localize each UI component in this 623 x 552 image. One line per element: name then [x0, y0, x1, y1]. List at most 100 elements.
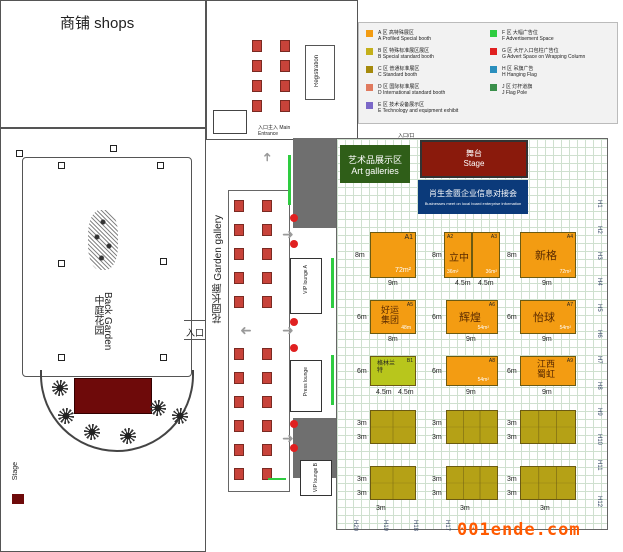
legend	[358, 22, 618, 124]
booth-block-c4[interactable]	[370, 466, 416, 500]
arrow-right-icon: ➜	[282, 430, 294, 446]
booth-block-c1[interactable]	[370, 410, 416, 444]
dim-label: 3m	[432, 490, 442, 497]
stage-legend-swatch	[12, 494, 24, 504]
flag-pole-icon	[290, 420, 298, 428]
pillar	[110, 145, 117, 152]
booth-block-c5[interactable]	[446, 466, 498, 500]
watermark: 001ende.com	[457, 520, 581, 540]
dim-label: 9m	[542, 389, 552, 396]
stage-legend-label: Stage	[12, 462, 19, 481]
pillar	[58, 260, 65, 267]
event-banner: 肖生金匮企业信息对接会 Businesses meet on local boa…	[418, 180, 528, 214]
corridor-stand	[262, 396, 272, 408]
booth-block-c2[interactable]	[446, 410, 498, 444]
tree-cluster-icon	[88, 210, 118, 270]
booth-a2[interactable]: A2 立中 36m²	[444, 232, 472, 278]
corridor-stand	[234, 444, 244, 456]
corridor-stand	[262, 296, 272, 308]
legend-swatch-a	[366, 30, 373, 37]
dim-label: 8m	[388, 336, 398, 343]
dim-label: 9m	[388, 280, 398, 287]
dim-label: 3m	[507, 490, 517, 497]
dim-label: 9m	[542, 280, 552, 287]
corridor-stand	[234, 200, 244, 212]
dim-label: 9m	[542, 336, 552, 343]
corridor-stand	[234, 296, 244, 308]
booth-block-c3[interactable]	[520, 410, 576, 444]
corridor-stand	[234, 468, 244, 480]
corridor-stand	[234, 420, 244, 432]
pillar	[160, 258, 167, 265]
plant-icon	[52, 380, 68, 396]
dim-label: 8m	[355, 252, 365, 259]
dim-label: 3m	[376, 505, 386, 512]
plant-icon	[172, 408, 188, 424]
legend-swatch-b	[366, 48, 373, 55]
garden-entrance-label: 入口	[186, 328, 205, 338]
flag-pole-icon	[290, 318, 298, 326]
hanging-flag-h17: H17	[444, 520, 450, 532]
booth-a1[interactable]: A1 72m²	[370, 232, 416, 278]
gallery-title: 花园长廊 Garden gallery	[213, 215, 224, 324]
dim-label: 9m	[466, 336, 476, 343]
hanging-flag-h9: H9	[596, 408, 602, 416]
column-g5	[252, 100, 262, 112]
entrance-notch	[184, 320, 206, 340]
column-g2	[280, 60, 290, 72]
shops-title: 商铺 shops	[60, 15, 135, 32]
info-box	[213, 110, 247, 134]
booth-a6[interactable]: A6 辉煌 54m²	[446, 300, 498, 334]
dim-label: 3m	[357, 490, 367, 497]
corridor-stand	[234, 396, 244, 408]
booth-a9[interactable]: A9 江西蜀虹	[520, 356, 576, 386]
dim-label: 3m	[357, 476, 367, 483]
dim-label: 8m	[507, 252, 517, 259]
main-entrance-label: 入口主入 Main Entrance	[258, 125, 291, 137]
hanging-flag-h19: H19	[382, 520, 388, 532]
legend-swatch-g	[490, 48, 497, 55]
pillar	[157, 162, 164, 169]
corridor-outline	[228, 190, 290, 492]
dim-label: 3m	[507, 434, 517, 441]
main-stage: 舞台 Stage	[420, 140, 528, 178]
hanging-flag-h1: H1	[596, 200, 602, 208]
dim-label: 6m	[507, 314, 517, 321]
legend-swatch-d	[366, 84, 373, 91]
dim-label: 6m	[357, 368, 367, 375]
advert-bar	[331, 355, 334, 405]
hanging-flag-h3: H3	[596, 252, 602, 260]
booth-b1[interactable]: B1 格林兰特	[370, 356, 416, 386]
hanging-flag-h10: H10	[596, 434, 602, 446]
corridor-stand	[262, 348, 272, 360]
corridor-stand	[234, 248, 244, 260]
column-g6	[252, 80, 262, 92]
plant-icon	[58, 408, 74, 424]
hanging-flag-h4: H4	[596, 278, 602, 286]
corridor-stand	[262, 272, 272, 284]
garden-title-cn: 中庭花园	[92, 295, 103, 335]
booth-a4[interactable]: A4 新格 72m²	[520, 232, 576, 278]
legend-swatch-c	[366, 66, 373, 73]
registration-label: Registration	[314, 55, 320, 88]
plant-icon	[150, 400, 166, 416]
shops-panel	[0, 0, 206, 128]
column-g1	[280, 40, 290, 52]
booth-a5[interactable]: A5 好运集团 48m	[370, 300, 416, 334]
flag-pole-icon	[290, 240, 298, 248]
corridor-stand	[262, 372, 272, 384]
dim-label: 3m	[460, 505, 470, 512]
dim-label: 6m	[507, 368, 517, 375]
advert-bar	[288, 155, 291, 205]
booth-a8[interactable]: A8 54m²	[446, 356, 498, 386]
dim-label: 4.5m	[398, 389, 414, 396]
booth-block-c6[interactable]	[520, 466, 576, 500]
garden-title-en: Back Garden	[102, 292, 113, 351]
corridor-stand	[234, 348, 244, 360]
booth-a7[interactable]: A7 怡球 54m²	[520, 300, 576, 334]
booth-a3[interactable]: A3 36m²	[472, 232, 500, 278]
